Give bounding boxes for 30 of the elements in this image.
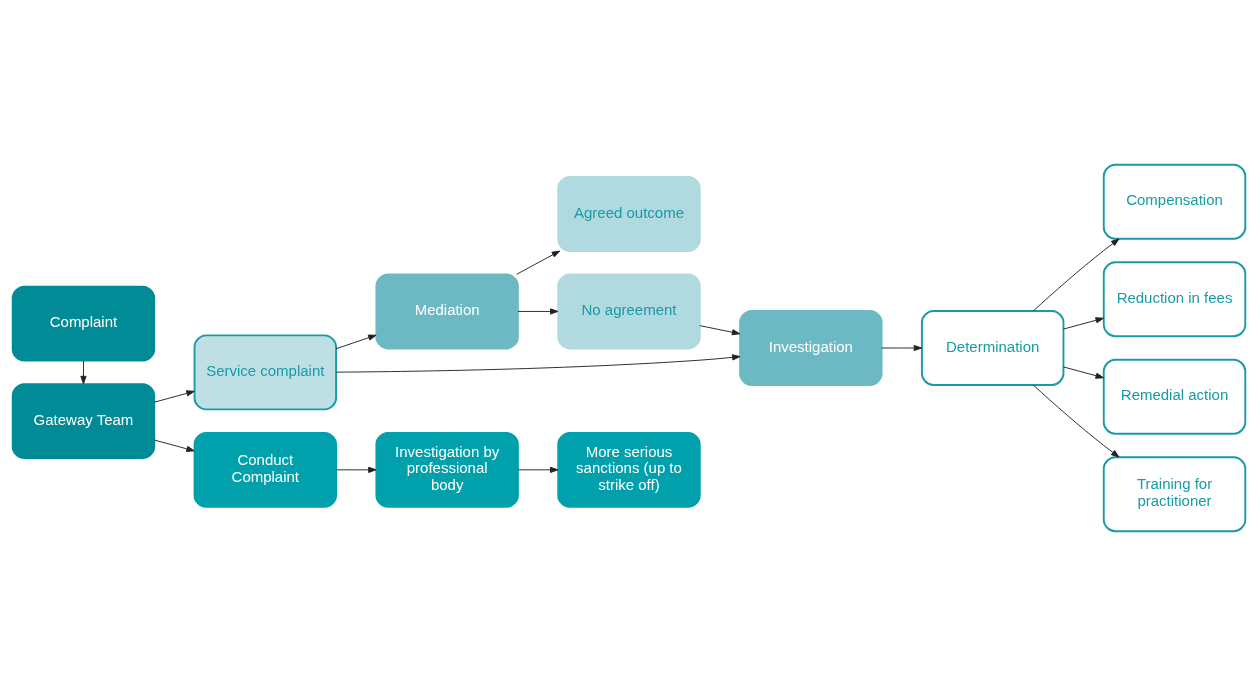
arrow	[517, 307, 559, 315]
node-box: Service complaint	[193, 333, 337, 410]
arrow	[153, 439, 195, 452]
node-box: Gateway Team	[11, 382, 156, 459]
arrow	[335, 353, 741, 373]
arrow	[1033, 384, 1120, 457]
node-box: Conduct Complaint	[193, 431, 337, 508]
arrow	[1063, 316, 1104, 330]
arrow	[335, 334, 377, 349]
node-box: Determination	[921, 309, 1065, 386]
node-box: Training for practitioner	[1102, 455, 1247, 532]
node-box: No agreement	[557, 273, 701, 349]
arrow	[517, 466, 559, 473]
node-box: Remedial action	[1102, 358, 1247, 435]
node-box: Investigation	[739, 309, 883, 386]
arrow	[1033, 238, 1120, 311]
node-box: More serious sanctions (up to strike off)	[557, 431, 701, 508]
arrow	[881, 344, 923, 351]
node-box: Mediation	[375, 273, 519, 349]
node-box: Agreed outcome	[557, 175, 701, 252]
arrow	[80, 359, 87, 384]
arrow	[699, 324, 741, 335]
arrow	[335, 466, 377, 473]
node-box: Compensation	[1102, 163, 1247, 240]
arrow	[516, 250, 561, 275]
arrow	[1063, 365, 1104, 379]
arrow	[153, 389, 195, 403]
node-box: Complaint	[11, 285, 156, 362]
node-box: Investigation by professional body	[375, 431, 519, 508]
node-box: Reduction in fees	[1102, 260, 1247, 337]
